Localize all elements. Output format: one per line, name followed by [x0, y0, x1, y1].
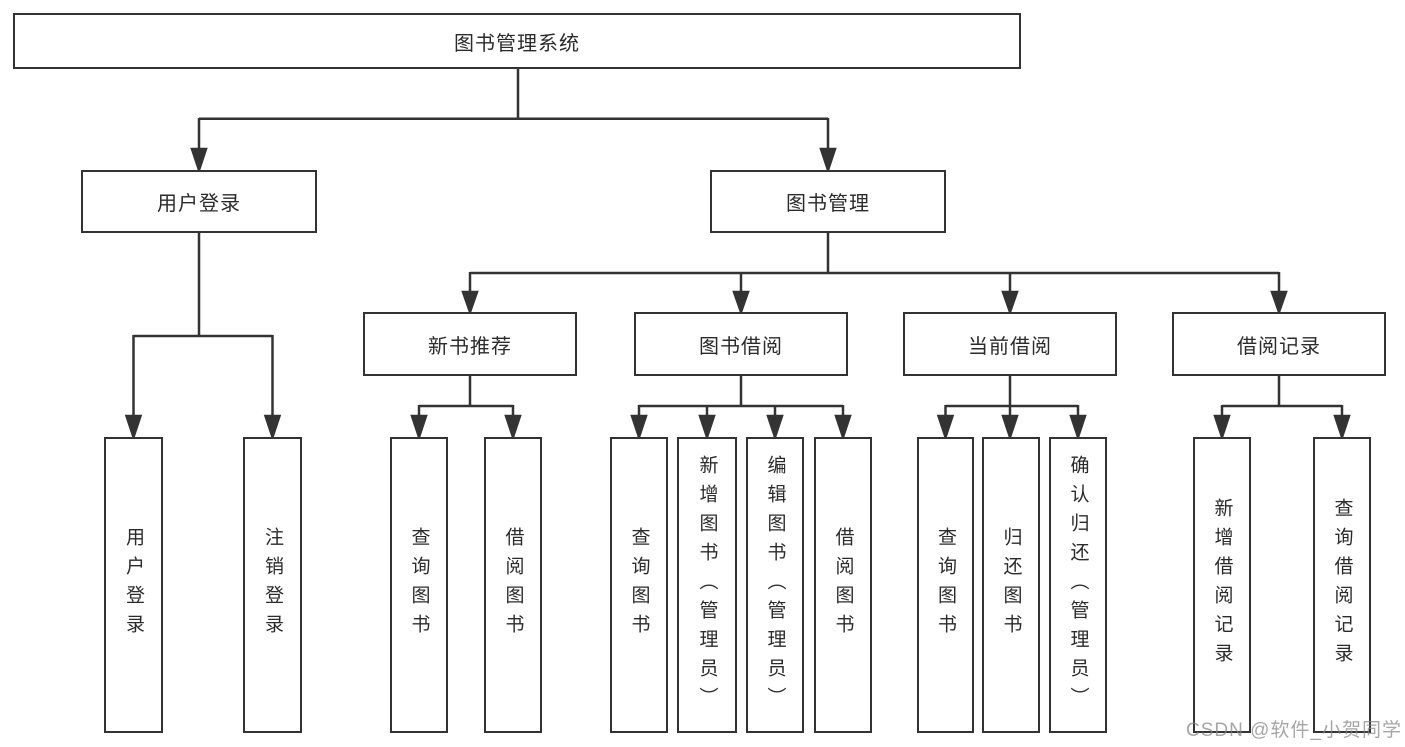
- node-label: 新书推荐: [428, 335, 512, 358]
- leaf-query-books: 查询图书: [917, 437, 974, 733]
- leaf-borrow-books: 借阅图书: [814, 437, 872, 733]
- node-label: 编辑图书（管理员）: [764, 454, 786, 716]
- node-label: 图书借阅: [699, 335, 783, 358]
- csdn-watermark: CSDN @软件_小贺同学: [1186, 720, 1402, 741]
- node-label: 查询图书: [628, 527, 650, 643]
- node-book-borrowing: 图书借阅: [634, 312, 848, 376]
- leaf-edit-books-admin: 编辑图书（管理员）: [746, 437, 804, 733]
- node-label: 查询借阅记录: [1331, 498, 1353, 672]
- node-current-borrowing: 当前借阅: [903, 312, 1117, 376]
- node-new-book-recommendation: 新书推荐: [363, 312, 577, 376]
- node-label: 用户登录: [157, 193, 241, 215]
- node-library-management-system: 图书管理系统: [13, 13, 1021, 69]
- leaf-logout: 注销登录: [243, 437, 302, 733]
- leaf-query-books: 查询图书: [390, 437, 448, 733]
- leaf-borrow-books: 借阅图书: [484, 437, 542, 733]
- node-label: 当前借阅: [968, 335, 1052, 358]
- node-book-management-branch: 图书管理: [710, 170, 946, 233]
- node-label: 用户登录: [123, 527, 144, 643]
- leaf-query-books: 查询图书: [610, 437, 668, 733]
- node-label: 借阅图书: [832, 527, 854, 643]
- leaf-query-borrow-record: 查询借阅记录: [1313, 437, 1371, 733]
- leaf-return-books: 归还图书: [982, 437, 1040, 733]
- leaf-user-login: 用户登录: [104, 437, 163, 733]
- node-label: 图书管理系统: [454, 32, 580, 55]
- node-label: 查询图书: [935, 527, 956, 643]
- node-label: 注销登录: [262, 527, 283, 643]
- node-label: 借阅记录: [1237, 335, 1321, 358]
- leaf-add-books-admin: 新增图书（管理员）: [677, 437, 737, 733]
- node-label: 查询图书: [408, 527, 430, 643]
- node-user-login-branch: 用户登录: [81, 170, 317, 233]
- node-borrowing-records: 借阅记录: [1172, 312, 1386, 376]
- node-label: 新增图书（管理员）: [696, 454, 718, 716]
- node-label: 借阅图书: [502, 527, 524, 643]
- node-label: 新增借阅记录: [1211, 498, 1233, 672]
- leaf-add-borrow-record: 新增借阅记录: [1193, 437, 1251, 733]
- node-label: 确认归还（管理员）: [1067, 454, 1089, 716]
- node-label: 图书管理: [786, 193, 870, 215]
- leaf-confirm-return-admin: 确认归还（管理员）: [1049, 437, 1107, 733]
- node-label: 归还图书: [1000, 527, 1022, 643]
